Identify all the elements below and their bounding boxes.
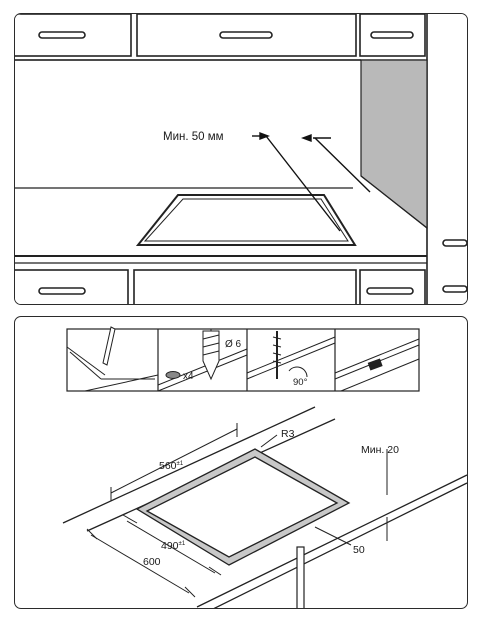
step-mark-pencil (66, 326, 159, 392)
cabinet-handle (366, 287, 414, 295)
angle-label: 90° (293, 377, 308, 388)
step-sealing (334, 338, 420, 392)
min-clearance-label: Мин. 50 мм (163, 131, 224, 143)
cabinet-handle (370, 31, 414, 39)
worktop (15, 59, 428, 264)
worktop-cutout (62, 406, 467, 608)
step-jigsaw (246, 331, 336, 380)
drill-diameter-label: Ø 6 (225, 339, 242, 350)
cutout-diagram: x4 Ø 6 90° (62, 326, 467, 608)
side-wall-shading (360, 59, 428, 230)
step-drill (202, 329, 220, 381)
worktop-depth-label: 600 (143, 556, 161, 568)
cutout-width-label: 560±1 (159, 460, 184, 472)
cabinet-handle (219, 31, 273, 39)
upper-cabinets (15, 14, 426, 61)
cabinet-handle (442, 239, 467, 247)
kitchen-illustration: Мин. 50 мм (15, 14, 467, 304)
support-leg (296, 546, 305, 608)
min-edge-label: Мин. 20 (361, 444, 399, 456)
screw-count-label: x4 (183, 371, 194, 382)
cutout-dimensions-panel: x4 Ø 6 90° (14, 316, 468, 609)
cabinet-handle (442, 285, 467, 293)
installation-steps (66, 328, 420, 392)
tall-cabinet (426, 14, 467, 304)
seal-tape-icon (367, 358, 383, 371)
dimension-lines (86, 423, 388, 598)
clearance-arrows (252, 131, 371, 232)
cabinet-handle (38, 287, 86, 295)
screw-icon (165, 371, 181, 379)
lower-cabinets (15, 269, 426, 304)
hob (135, 194, 357, 246)
cabinet-handle (38, 31, 86, 39)
corner-radius-label: R3 (281, 428, 295, 440)
step-screws (157, 348, 248, 392)
cutout-depth-label: 490±1 (161, 540, 186, 552)
edge-offset-label: 50 (353, 544, 365, 556)
drill-bit-icon (202, 334, 220, 356)
pencil-icon (102, 326, 116, 366)
installation-view-panel: Мин. 50 мм (14, 13, 468, 305)
